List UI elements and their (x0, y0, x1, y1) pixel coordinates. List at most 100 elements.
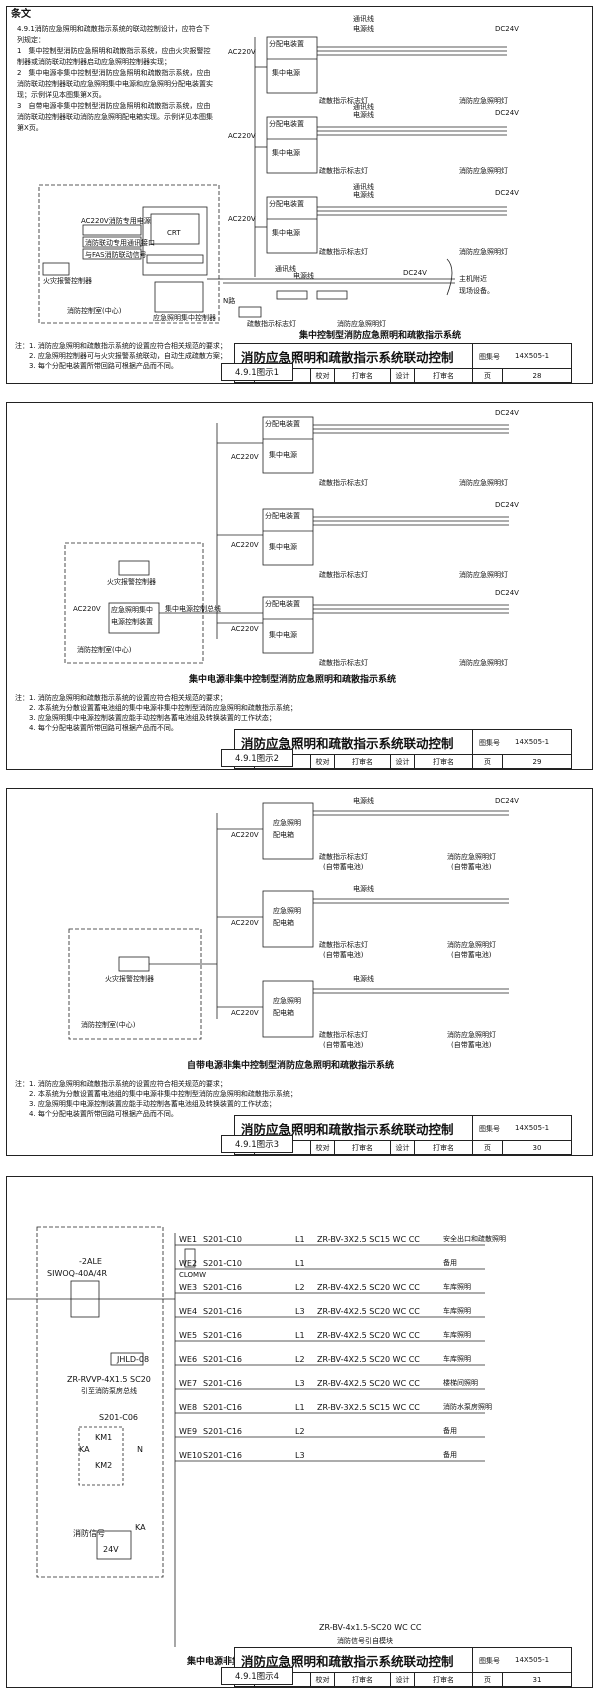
lamp-label-4: 消防应急照明灯 (337, 320, 386, 328)
emergency-controller-label: 应急照明集中控制器 (153, 314, 216, 322)
page-label-1: 页 (473, 369, 503, 383)
circuit-breaker: S201-C16 (203, 1427, 242, 1436)
s3-dc-1: DC24V (495, 797, 519, 805)
circuit-id: WE9 (179, 1427, 198, 1436)
sign-label-2: 疏散指示标志灯 (319, 167, 368, 175)
circuit-breaker: S201-C10 (203, 1259, 242, 1268)
circuit-use: 车库照明 (443, 1307, 471, 1315)
central-label-3: 集中电源 (272, 229, 300, 237)
figure-label-1: 4.9.1图示1 (221, 363, 293, 381)
s2-sign-2: 疏散指示标志灯 (319, 571, 368, 579)
atlas-code-4: 14X505-1 (515, 1656, 550, 1664)
sheet-1-drawing (38, 36, 507, 324)
sign-label-3: 疏散指示标志灯 (319, 248, 368, 256)
circuit-phase: L3 (295, 1379, 305, 1388)
s2-sign-3: 疏散指示标志灯 (319, 659, 368, 667)
atlas-label-3: 图集号 (479, 1125, 500, 1133)
km1-label: KM1 (95, 1433, 113, 1442)
circuit-use: 车库照明 (443, 1331, 471, 1339)
sheet-2-notes: 注：1. 消防应急照明和疏散指示系统的设置应符合相关规范的要求；2. 本系统为分… (15, 694, 297, 732)
check-label-1: 校对 (311, 369, 335, 383)
circuit-use: 备用 (443, 1427, 457, 1435)
cb-label: S201-C06 (99, 1413, 138, 1422)
last-cable: ZR-BV-4x1.5-SC20 WC CC (319, 1623, 422, 1632)
figure-label-4: 4.9.1图示4 (221, 1667, 293, 1685)
sheet-3-notes: 注：1. 消防应急照明和疏散指示系统的设置应符合相关规范的要求；2. 本系统为分… (15, 1080, 297, 1118)
n-road-label: N路 (223, 297, 236, 305)
sheet-2: AC220V AC220V AC220V 分配电装置 集中电源 分配电装置 集中… (6, 402, 593, 770)
s2-lamp-2: 消防应急照明灯 (459, 571, 508, 579)
circuit-phase: L1 (295, 1235, 305, 1244)
sheet-4-drawing (7, 1226, 485, 1647)
page-label-4: 页 (473, 1673, 503, 1687)
checker-3: 打审名 (335, 1141, 391, 1155)
group-2 (255, 116, 507, 174)
ale-label: -2ALE (79, 1257, 102, 1266)
sheet-3: AC220V AC220V AC220V 应急照明 配电箱 应急照明 配电箱 应… (6, 788, 593, 1156)
power-label-1: 电源线 (353, 25, 374, 33)
circuit-phase: L1 (295, 1403, 305, 1412)
circuit-id: WE10 (179, 1451, 203, 1460)
s2-dist-3: 分配电装置 (265, 600, 300, 608)
sheet-1-title: 集中控制型消防应急照明和疏散指示系统 (299, 331, 462, 341)
circuit-phase: L1 (295, 1331, 305, 1340)
dist-label-1: 分配电装置 (269, 40, 304, 48)
panel-fas-label: 与FAS消防联动信号 (85, 251, 147, 259)
s2-central-3: 集中电源 (269, 631, 297, 639)
signal-label: 消防信号 (73, 1529, 105, 1538)
power-label-2: 电源线 (353, 111, 374, 119)
s3-power-3: 电源线 (353, 975, 374, 983)
s2-ac-main: AC220V (73, 605, 101, 613)
designer-3: 打审名 (415, 1141, 473, 1155)
circuit-phase: L2 (295, 1427, 305, 1436)
circuit-phase: L2 (295, 1355, 305, 1364)
checker-1: 打审名 (335, 369, 391, 383)
s3-self-1: (自带蓄电池) (323, 863, 364, 871)
s3-ac-3: AC220V (231, 1009, 259, 1017)
ka-label: KA (79, 1445, 90, 1454)
panel-link-label: 消防联动专用通讯接口 (85, 239, 155, 247)
sheet-3-title: 自带电源非集中控制型消防应急照明和疏散指示系统 (187, 1061, 395, 1071)
circuit-use: 楼梯间照明 (443, 1379, 478, 1387)
page-number-2: 29 (532, 758, 542, 766)
s3-power-1: 电源线 (353, 797, 374, 805)
s3-ac-1: AC220V (231, 831, 259, 839)
s3-panel-2: 应急照明 (273, 907, 301, 915)
circuit-breaker: S201-C16 (203, 1403, 242, 1412)
circuit-cable: ZR-BV-4X2.5 SC20 WC CC (317, 1379, 420, 1388)
circuit-phase: L3 (295, 1451, 305, 1460)
sheet-1-heading: 条文 (11, 9, 31, 20)
dc-label-3: DC24V (495, 189, 519, 197)
circuit-cable: ZR-BV-3X2.5 SC15 WC CC (317, 1403, 420, 1412)
title-block-2-title: 消防应急照明和疏散指示系统联动控制 (235, 730, 473, 754)
km2-label: KM2 (95, 1461, 113, 1470)
atlas-label-4: 图集号 (479, 1657, 500, 1665)
circuit-cable: ZR-BV-4X2.5 SC20 WC CC (317, 1307, 420, 1316)
dist-label-3: 分配电装置 (269, 200, 304, 208)
lamp-label-1: 消防应急照明灯 (459, 97, 508, 105)
s3-panel2-3: 配电箱 (273, 1009, 294, 1017)
circuit-breaker: S201-C16 (203, 1451, 242, 1460)
ac-label-2: AC220V (228, 132, 256, 140)
title-block-4-title: 消防应急照明和疏散指示系统联动控制 (235, 1648, 473, 1672)
group-1 (255, 36, 507, 94)
figure-label-2: 4.9.1图示2 (221, 749, 293, 767)
power-label-4: 电源线 (293, 272, 314, 280)
s2-ac-1: AC220V (231, 453, 259, 461)
s2-central-2: 集中电源 (269, 543, 297, 551)
klm-label: CLOMW (179, 1271, 207, 1279)
s3-power-2: 电源线 (353, 885, 374, 893)
s2-dc-3: DC24V (495, 589, 519, 597)
lamp-label-3: 消防应急照明灯 (459, 248, 508, 256)
s3-sign-1: 疏散指示标志灯 (319, 853, 368, 861)
crt-label: CRT (167, 229, 181, 237)
dc-label-1: DC24V (495, 25, 519, 33)
central-label-2: 集中电源 (272, 149, 300, 157)
atlas-code-2: 14X505-1 (515, 738, 550, 746)
circuit-id: WE3 (179, 1283, 198, 1292)
n-label: N (137, 1445, 143, 1454)
s3-panel-1: 应急照明 (273, 819, 301, 827)
circuit-id: WE1 (179, 1235, 198, 1244)
designer-2: 打审名 (415, 755, 473, 769)
sheet-1: 条文 4.9.1消防应急照明和疏散指示系统的联动控制设计，应符合下列规定：1 集… (6, 6, 593, 384)
